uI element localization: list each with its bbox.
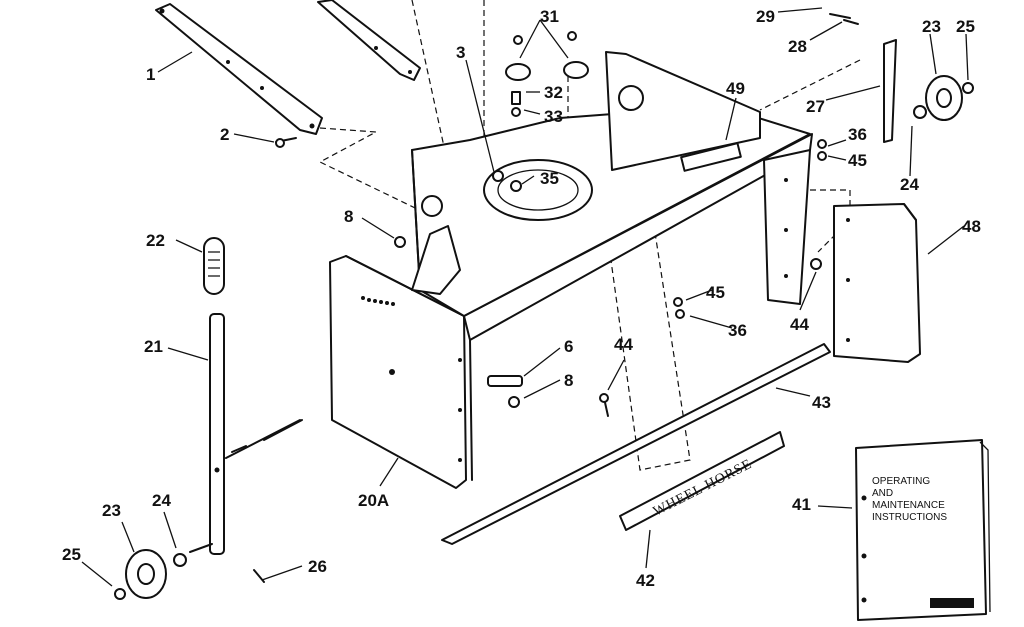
callout-44-upper: 44 [790,315,809,334]
callout-24-upper: 24 [900,175,919,194]
part-22-grip [203,237,225,295]
callout-labels: 1 2 3 31 32 33 35 8 22 21 23 24 25 26 20… [62,7,981,590]
manual-line-1: OPERATING [872,476,930,487]
part-48-side-plate [833,203,921,363]
callout-23-upper: 23 [922,17,941,36]
callout-3: 3 [456,43,465,62]
callout-28: 28 [788,37,807,56]
callout-20a: 20A [358,491,389,510]
callout-31: 31 [540,7,559,26]
part-2-bolt [275,137,297,148]
callout-25-lower: 25 [62,545,81,564]
callout-44-lower: 44 [614,335,633,354]
callout-35: 35 [540,169,559,188]
part-43-scraper-blade [441,343,831,545]
callout-42: 42 [636,571,655,590]
callout-27: 27 [806,97,825,116]
decal-brand-text: WHEEL HORSE [651,457,755,520]
part-20a-housing [329,51,813,489]
manual-line-2: AND [872,488,893,499]
part-21-handle [209,313,303,555]
callout-43: 43 [812,393,831,412]
callout-36-lower: 36 [728,321,747,340]
part-23-wheel-upper [883,39,974,143]
housing-holes [361,178,788,462]
callout-36-upper: 36 [848,125,867,144]
small-fasteners [253,13,859,583]
callout-29: 29 [756,7,775,26]
callout-8-lower: 8 [564,371,573,390]
part-31-pulleys [505,31,589,117]
callout-8-upper: 8 [344,207,353,226]
callout-48: 48 [962,217,981,236]
callout-21: 21 [144,337,163,356]
manual-line-4: INSTRUCTIONS [872,512,947,523]
callout-41: 41 [792,495,811,514]
callout-23-lower: 23 [102,501,121,520]
callout-1: 1 [146,65,155,84]
part-41-manual: OPERATING AND MAINTENANCE INSTRUCTIONS [855,439,991,621]
callout-6: 6 [564,337,573,356]
callout-24-lower: 24 [152,491,171,510]
callout-45-lower: 45 [706,283,725,302]
manual-line-3: MAINTENANCE [872,500,945,511]
callout-45-upper: 45 [848,151,867,170]
callout-33: 33 [544,107,563,126]
callout-22: 22 [146,231,165,250]
leader-lines [81,7,969,587]
part-23-wheel-lower [114,543,213,600]
callout-25-upper: 25 [956,17,975,36]
callout-32: 32 [544,83,563,102]
callout-26: 26 [308,557,327,576]
part-1-lift-arm [155,0,421,135]
callout-2: 2 [220,125,229,144]
callout-49: 49 [726,79,745,98]
